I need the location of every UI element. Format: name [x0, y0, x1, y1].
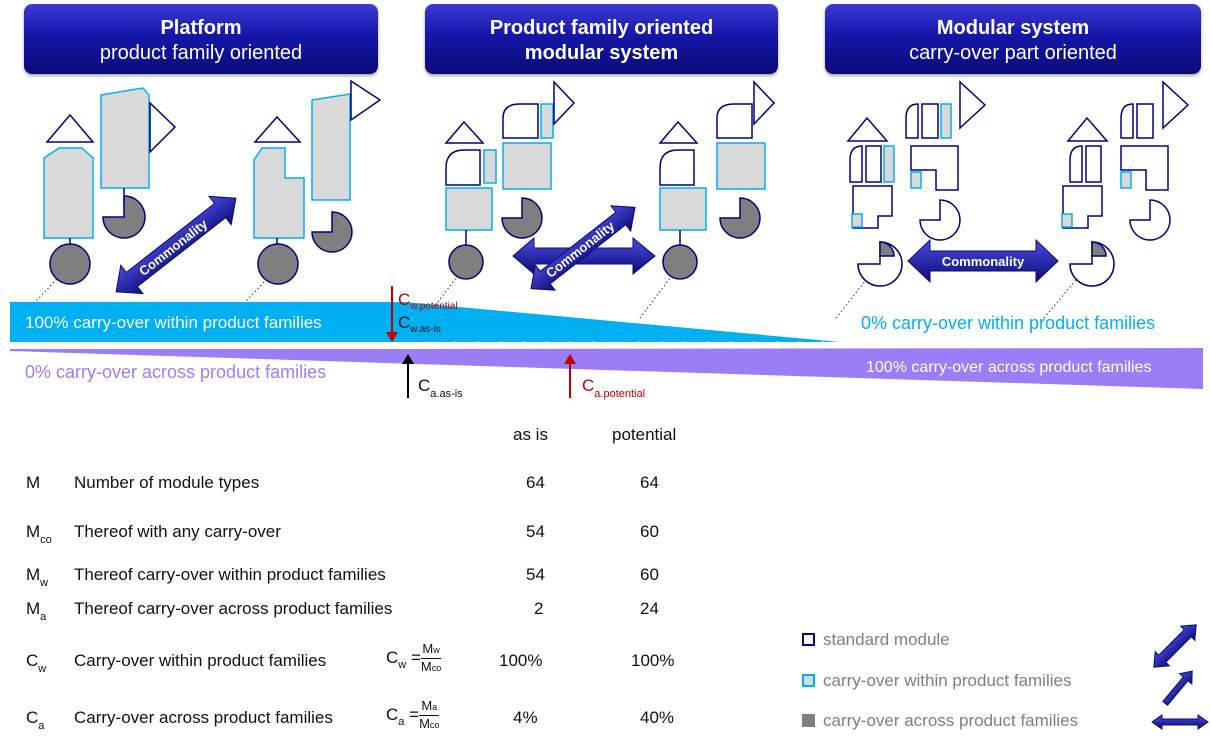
standard-module-icon — [802, 633, 815, 646]
across-right-label: 100% carry-over across product families — [866, 359, 1152, 376]
marker-ca-as-is — [402, 354, 414, 398]
row-label: Carry-over within product families — [74, 651, 327, 670]
modular-product-a — [846, 80, 987, 287]
header-title: Modular system — [936, 17, 1090, 39]
marker-ca-potential — [564, 354, 576, 398]
header-title: Platform — [160, 17, 242, 39]
row-potential: 24 — [640, 599, 659, 618]
header-product-family-modular: Product family oriented modular system — [425, 4, 778, 74]
row-as-is: 64 — [526, 473, 545, 492]
row-potential: 40% — [640, 708, 675, 727]
header-title: Product family oriented — [489, 17, 714, 39]
row-label: Thereof carry-over within product famili… — [74, 565, 386, 584]
header-platform: Platform product family oriented — [24, 4, 378, 74]
scale-ticks — [431, 341, 824, 349]
row-as-is: 100% — [499, 651, 543, 670]
across-left-label: 0% carry-over across product families — [25, 362, 327, 382]
carry-over-within-icon — [802, 674, 815, 687]
row-label: Thereof with any carry-over — [74, 522, 281, 541]
header-subtitle: product family oriented — [99, 42, 303, 64]
row-symbol: Ca — [26, 708, 45, 732]
commonality-label: Commonality — [136, 216, 211, 279]
platform-product-b — [253, 79, 382, 285]
legend-diagonal-arrow-icon — [1162, 670, 1193, 706]
col-header-potential: potential — [612, 425, 677, 444]
row-potential: 60 — [640, 522, 659, 541]
cw-as-is-label: Cw.as-is — [398, 313, 441, 335]
modular-product-b — [1061, 80, 1190, 287]
table-row: Ca Carry-over across product families Ca… — [26, 698, 726, 738]
header-title-line2: modular system — [524, 42, 679, 64]
commonality-arrow-1 — [115, 195, 237, 295]
triangle-module — [45, 113, 95, 143]
legend-item: carry-over within product families — [802, 671, 1071, 691]
within-left-label: 100% carry-over within product families — [25, 313, 322, 332]
ca-potential-label: Ca.potential — [582, 376, 646, 400]
row-label: Thereof carry-over across product famili… — [74, 599, 393, 618]
row-potential: 60 — [640, 565, 659, 584]
within-wedge — [10, 302, 840, 342]
legend-item: standard module — [802, 630, 950, 650]
row-label: Number of module types — [74, 473, 260, 492]
cw-potential-label: Cw.potential — [398, 290, 458, 312]
row-as-is: 54 — [526, 522, 545, 541]
commonality-arrow-3 — [907, 238, 1059, 284]
row-symbol: Mw — [26, 565, 49, 589]
commonality-arrow-2-diagonal — [530, 205, 636, 291]
row-potential: 100% — [631, 651, 675, 670]
row-as-is: 54 — [526, 565, 545, 584]
table-row: Mw Thereof carry-over within product fam… — [26, 565, 726, 589]
table-row: Mco Thereof with any carry-over 54 60 — [26, 522, 726, 546]
across-wedge — [10, 348, 1203, 389]
platform-module — [43, 147, 94, 239]
row-potential: 64 — [640, 473, 659, 492]
header-subtitle: carry-over part oriented — [909, 42, 1117, 64]
pf-modular-product-b — [658, 80, 776, 280]
row-as-is: 4% — [513, 708, 538, 727]
legend-item: carry-over across product families — [802, 711, 1078, 731]
ca-as-is-label: Ca.as-is — [418, 376, 463, 400]
row-as-is: 2 — [534, 599, 544, 618]
table-row: Cw Carry-over within product families Cw… — [26, 641, 726, 685]
pf-modular-product-a — [444, 80, 576, 280]
row-symbol: Mco — [26, 522, 52, 546]
row-label: Carry-over across product families — [74, 708, 333, 727]
platform-product-a — [43, 87, 177, 285]
carry-over-across-icon — [802, 714, 815, 727]
row-symbol: M — [26, 473, 41, 492]
within-right-label: 0% carry-over within product families — [861, 313, 1156, 333]
legend-double-arrow-icon — [1153, 624, 1197, 668]
table-row: Ma Thereof carry-over across product fam… — [26, 599, 726, 623]
table-row: M Number of module types 64 64 — [26, 473, 726, 497]
marker-cw-potential — [386, 286, 398, 342]
commonality-label: Commonality — [942, 254, 1025, 269]
legend-horizontal-arrow-icon — [1151, 714, 1209, 730]
row-symbol: Cw — [26, 651, 47, 675]
col-header-as-is: as is — [513, 425, 548, 444]
row-symbol: Ma — [26, 599, 47, 623]
header-modular-system: Modular system carry-over part oriented — [825, 4, 1201, 74]
platform-module — [100, 87, 150, 189]
